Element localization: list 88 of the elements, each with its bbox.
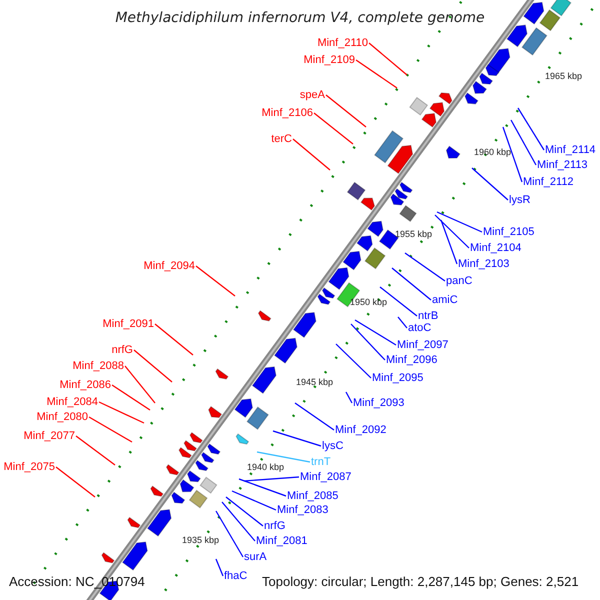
gene-label: Minf_2084 <box>46 395 98 409</box>
leader-line <box>88 416 132 443</box>
leader-line <box>294 402 334 430</box>
gene-label: trnT <box>311 455 331 469</box>
leader-line <box>345 392 353 404</box>
leader-line <box>517 108 545 150</box>
leader-line <box>354 319 396 346</box>
leader-line <box>436 211 482 233</box>
leader-line <box>434 214 470 248</box>
leader-line <box>440 220 458 264</box>
gene-label: nrfG <box>112 343 133 357</box>
leader-line <box>134 350 172 382</box>
gene-label: Minf_2114 <box>545 143 596 157</box>
position-label: 1940 kbp <box>247 462 284 472</box>
leader-line <box>98 401 144 424</box>
leader-line <box>404 252 446 282</box>
position-label: 1945 kbp <box>296 377 334 387</box>
gene-label: Minf_2085 <box>287 489 338 503</box>
gene-label: Minf_2095 <box>372 371 424 385</box>
gene-label: Minf_2104 <box>470 241 522 255</box>
gene-label: Minf_2094 <box>144 259 195 273</box>
leader-line <box>326 94 366 128</box>
leader-line <box>350 324 386 360</box>
gene-label: Minf_2086 <box>60 378 111 392</box>
gene-label: Minf_2105 <box>483 225 534 239</box>
position-label: 1950 kbp <box>350 297 388 307</box>
leader-line <box>124 366 156 404</box>
leader-line <box>398 316 408 328</box>
gene-label: surA <box>244 550 267 564</box>
info-text: Topology: circular; Length: 2,287,145 bp; Genes: 2,521 <box>262 574 579 589</box>
gene-label: lysC <box>322 439 344 453</box>
position-label: 1965 kbp <box>545 71 582 81</box>
leader-line <box>256 451 310 463</box>
gene-label: Minf_2081 <box>256 534 308 548</box>
leader-line <box>510 120 537 166</box>
leader-line <box>238 478 286 497</box>
leader-line <box>502 126 523 182</box>
gene-label: atoC <box>408 321 432 335</box>
gene-label: Minf_2112 <box>523 175 574 189</box>
gene-label: Minf_2110 <box>317 36 368 50</box>
gene-label: Minf_2077 <box>24 429 75 443</box>
gene-label: Minf_2080 <box>36 410 88 424</box>
gene-label: Minf_2087 <box>300 470 352 484</box>
leader-line <box>368 42 408 76</box>
gene-label: amiC <box>432 293 458 307</box>
gene-label: fhaC <box>224 569 248 583</box>
gene-label: Minf_2088 <box>72 359 124 373</box>
leader-line <box>292 138 330 170</box>
leader-line <box>215 510 244 558</box>
position-label: 1955 kbp <box>395 229 432 239</box>
leader-line <box>244 476 300 482</box>
title: Methylacidiphilum infernorum V4, complete genome <box>114 10 486 26</box>
leader-line <box>380 286 418 316</box>
info-text: Accession: NC_010794 <box>9 574 145 589</box>
leader-line <box>472 168 508 200</box>
leader-line <box>112 384 150 410</box>
leader-line <box>314 112 354 144</box>
gene-label: Minf_2091 <box>102 317 154 331</box>
leader-line <box>56 466 96 498</box>
gene-label: lysR <box>509 193 530 207</box>
leader-line <box>272 430 322 447</box>
gene-label: speA <box>300 88 325 102</box>
position-label: 1960 kbp <box>474 147 512 157</box>
gene-label: Minf_2113 <box>537 158 588 172</box>
gene-label: Minf_2106 <box>262 106 313 120</box>
position-label: 1935 kbp <box>182 535 220 545</box>
leader-line <box>222 502 256 542</box>
gene-label: Minf_2093 <box>353 396 404 410</box>
gene-label: panC <box>446 274 472 288</box>
gene-label: terC <box>271 132 292 146</box>
leader-line <box>232 490 276 511</box>
leader-line <box>215 558 224 576</box>
gene-label: Minf_2103 <box>458 257 510 271</box>
leader-line <box>336 344 372 378</box>
leader-line <box>392 268 432 300</box>
leader-line <box>196 266 236 296</box>
gene-label: Minf_2092 <box>335 423 386 437</box>
leader-line <box>154 324 194 356</box>
gene-label: nrfG <box>264 519 286 533</box>
gene-label: Minf_2096 <box>386 353 438 367</box>
leader-line <box>356 60 398 88</box>
gene-label: Minf_2075 <box>4 460 55 474</box>
gene-label: Minf_2083 <box>277 503 328 517</box>
leader-line <box>226 496 264 526</box>
gene-label: Minf_2097 <box>397 338 448 352</box>
gene-label: Minf_2109 <box>304 53 355 67</box>
gene-label: ntrB <box>418 309 438 323</box>
leader-line <box>76 436 116 466</box>
